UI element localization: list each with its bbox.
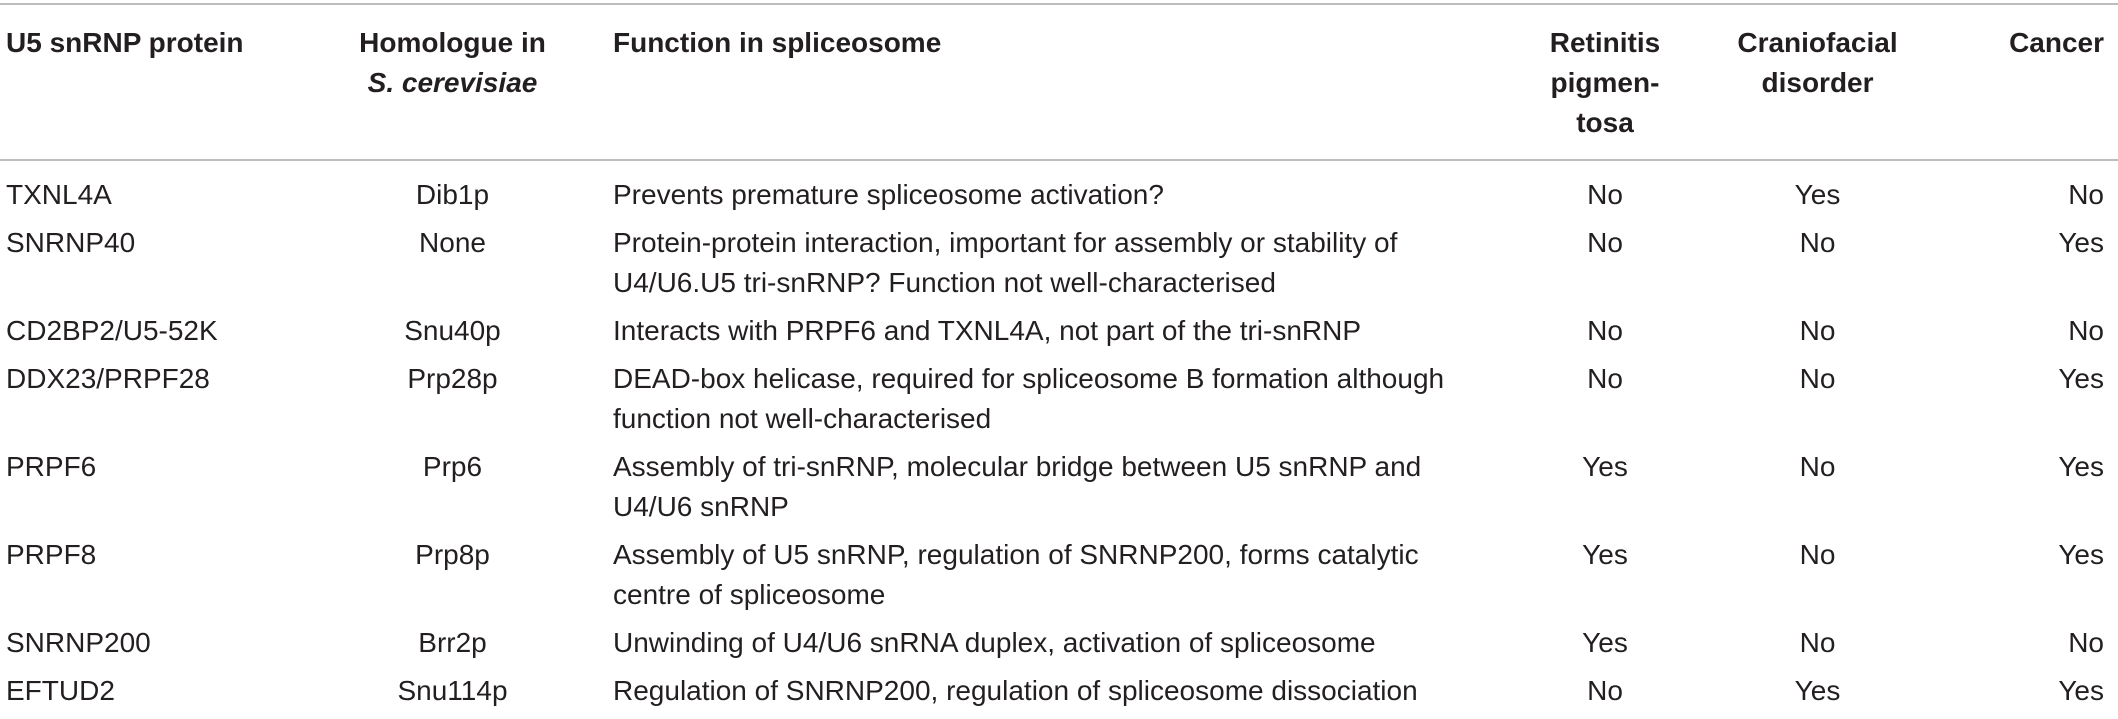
- header-row: U5 snRNP protein Homologue in S. cerevis…: [0, 4, 2118, 160]
- cell-function-line2: function not well-characterised: [613, 403, 992, 434]
- cell-function: DEAD-box helicase, required for spliceos…: [605, 359, 1510, 447]
- cell-homologue: None: [419, 227, 486, 258]
- cell-retinitis: Yes: [1582, 451, 1628, 482]
- cell-function-line2: U4/U6.U5 tri-snRNP? Function not well-ch…: [613, 267, 1276, 298]
- cell-craniofacial: Yes: [1794, 675, 1841, 706]
- table-row: PRPF6 Prp6 Assembly of tri-snRNP, molecu…: [0, 447, 2118, 535]
- header-homologue-line2: S. cerevisiae: [367, 67, 538, 98]
- cell-cancer: No: [2068, 627, 2104, 658]
- cell-homologue: Snu40p: [404, 315, 501, 346]
- u5-snrnp-table: U5 snRNP protein Homologue in S. cerevis…: [0, 3, 2118, 719]
- cell-craniofacial: No: [1799, 363, 1836, 394]
- cell-function-line1: Assembly of U5 snRNP, regulation of SNRN…: [613, 539, 1419, 570]
- cell-function: Interacts with PRPF6 and TXNL4A, not par…: [605, 311, 1510, 359]
- cell-function-line1: DEAD-box helicase, required for spliceos…: [613, 363, 1445, 394]
- header-retinitis-line3: tosa: [1576, 107, 1634, 138]
- cell-retinitis: No: [1587, 363, 1623, 394]
- cell-homologue: Dib1p: [415, 179, 490, 210]
- cell-cancer: No: [2068, 315, 2104, 346]
- table-header: U5 snRNP protein Homologue in S. cerevis…: [0, 4, 2118, 160]
- cell-homologue: Brr2p: [418, 627, 487, 658]
- cell-function-line1: Assembly of tri-snRNP, molecular bridge …: [613, 451, 1422, 482]
- cell-retinitis: No: [1587, 315, 1623, 346]
- cell-function-line1: Unwinding of U4/U6 snRNA duplex, activat…: [613, 627, 1376, 658]
- cell-function-line2: U4/U6 snRNP: [613, 491, 789, 522]
- cell-craniofacial: No: [1799, 627, 1836, 658]
- cell-retinitis: Yes: [1582, 539, 1628, 570]
- cell-craniofacial: Yes: [1794, 179, 1841, 210]
- header-protein: U5 snRNP protein: [0, 4, 300, 160]
- header-homologue: Homologue in S. cerevisiae: [300, 4, 605, 160]
- header-cancer: Cancer: [1935, 4, 2118, 160]
- table-row: PRPF8 Prp8p Assembly of U5 snRNP, regula…: [0, 535, 2118, 623]
- header-retinitis-line1: Retinitis: [1549, 27, 1661, 58]
- table-row: SNRNP200 Brr2p Unwinding of U4/U6 snRNA …: [0, 623, 2118, 671]
- cell-cancer: No: [2068, 179, 2104, 210]
- cell-retinitis: No: [1587, 675, 1623, 706]
- cell-craniofacial: No: [1799, 451, 1836, 482]
- header-cancer-text: Cancer: [2009, 27, 2104, 58]
- table-row: EFTUD2 Snu114p Regulation of SNRNP200, r…: [0, 671, 2118, 719]
- cell-cancer: Yes: [2058, 675, 2104, 706]
- cell-function: Prevents premature spliceosome activatio…: [605, 160, 1510, 223]
- cell-function-line1: Regulation of SNRNP200, regulation of sp…: [613, 675, 1418, 706]
- cell-function-line2: centre of spliceosome: [613, 579, 886, 610]
- cell-function: Assembly of U5 snRNP, regulation of SNRN…: [605, 535, 1510, 623]
- cell-function: Protein-protein interaction, important f…: [605, 223, 1510, 311]
- cell-protein: DDX23/PRPF28: [6, 363, 210, 394]
- table-row: DDX23/PRPF28 Prp28p DEAD-box helicase, r…: [0, 359, 2118, 447]
- header-homologue-line1: Homologue in: [359, 27, 546, 58]
- cell-cancer: Yes: [2058, 451, 2104, 482]
- header-function-text: Function in spliceosome: [613, 27, 942, 58]
- cell-function-line1: Interacts with PRPF6 and TXNL4A, not par…: [613, 315, 1362, 346]
- cell-protein: PRPF8: [6, 539, 97, 570]
- cell-retinitis: Yes: [1582, 627, 1628, 658]
- header-protein-text: U5 snRNP protein: [6, 27, 244, 58]
- header-craniofacial-line1: Craniofacial: [1737, 27, 1898, 58]
- cell-craniofacial: No: [1799, 315, 1836, 346]
- header-retinitis-line2: pigmen-: [1550, 67, 1660, 98]
- cell-protein: PRPF6: [6, 451, 97, 482]
- cell-function: Assembly of tri-snRNP, molecular bridge …: [605, 447, 1510, 535]
- cell-protein: SNRNP200: [6, 627, 151, 658]
- header-craniofacial: Craniofacial disorder: [1700, 4, 1935, 160]
- cell-protein: CD2BP2/U5-52K: [6, 315, 218, 346]
- cell-cancer: Yes: [2058, 539, 2104, 570]
- cell-function: Unwinding of U4/U6 snRNA duplex, activat…: [605, 623, 1510, 671]
- cell-protein: EFTUD2: [6, 675, 115, 706]
- header-retinitis: Retinitis pigmen- tosa: [1510, 4, 1700, 160]
- cell-retinitis: No: [1587, 179, 1623, 210]
- cell-homologue: Prp28p: [407, 363, 498, 394]
- table-container: U5 snRNP protein Homologue in S. cerevis…: [0, 4, 2118, 706]
- cell-craniofacial: No: [1799, 227, 1836, 258]
- cell-protein: SNRNP40: [6, 227, 136, 258]
- cell-function-line1: Prevents premature spliceosome activatio…: [613, 179, 1164, 210]
- cell-function: Regulation of SNRNP200, regulation of sp…: [605, 671, 1510, 719]
- cell-homologue: Snu114p: [397, 675, 508, 706]
- cell-craniofacial: No: [1799, 539, 1836, 570]
- cell-function-line1: Protein-protein interaction, important f…: [613, 227, 1398, 258]
- table-row: CD2BP2/U5-52K Snu40p Interacts with PRPF…: [0, 311, 2118, 359]
- table-row: SNRNP40 None Protein-protein interaction…: [0, 223, 2118, 311]
- table-row: TXNL4A Dib1p Prevents premature spliceos…: [0, 160, 2118, 223]
- table-body: TXNL4A Dib1p Prevents premature spliceos…: [0, 160, 2118, 719]
- cell-homologue: Prp6: [422, 451, 483, 482]
- cell-protein: TXNL4A: [6, 179, 112, 210]
- header-craniofacial-line2: disorder: [1761, 67, 1874, 98]
- header-function: Function in spliceosome: [605, 4, 1510, 160]
- cell-cancer: Yes: [2058, 363, 2104, 394]
- cell-cancer: Yes: [2058, 227, 2104, 258]
- cell-retinitis: No: [1587, 227, 1623, 258]
- cell-homologue: Prp8p: [415, 539, 490, 570]
